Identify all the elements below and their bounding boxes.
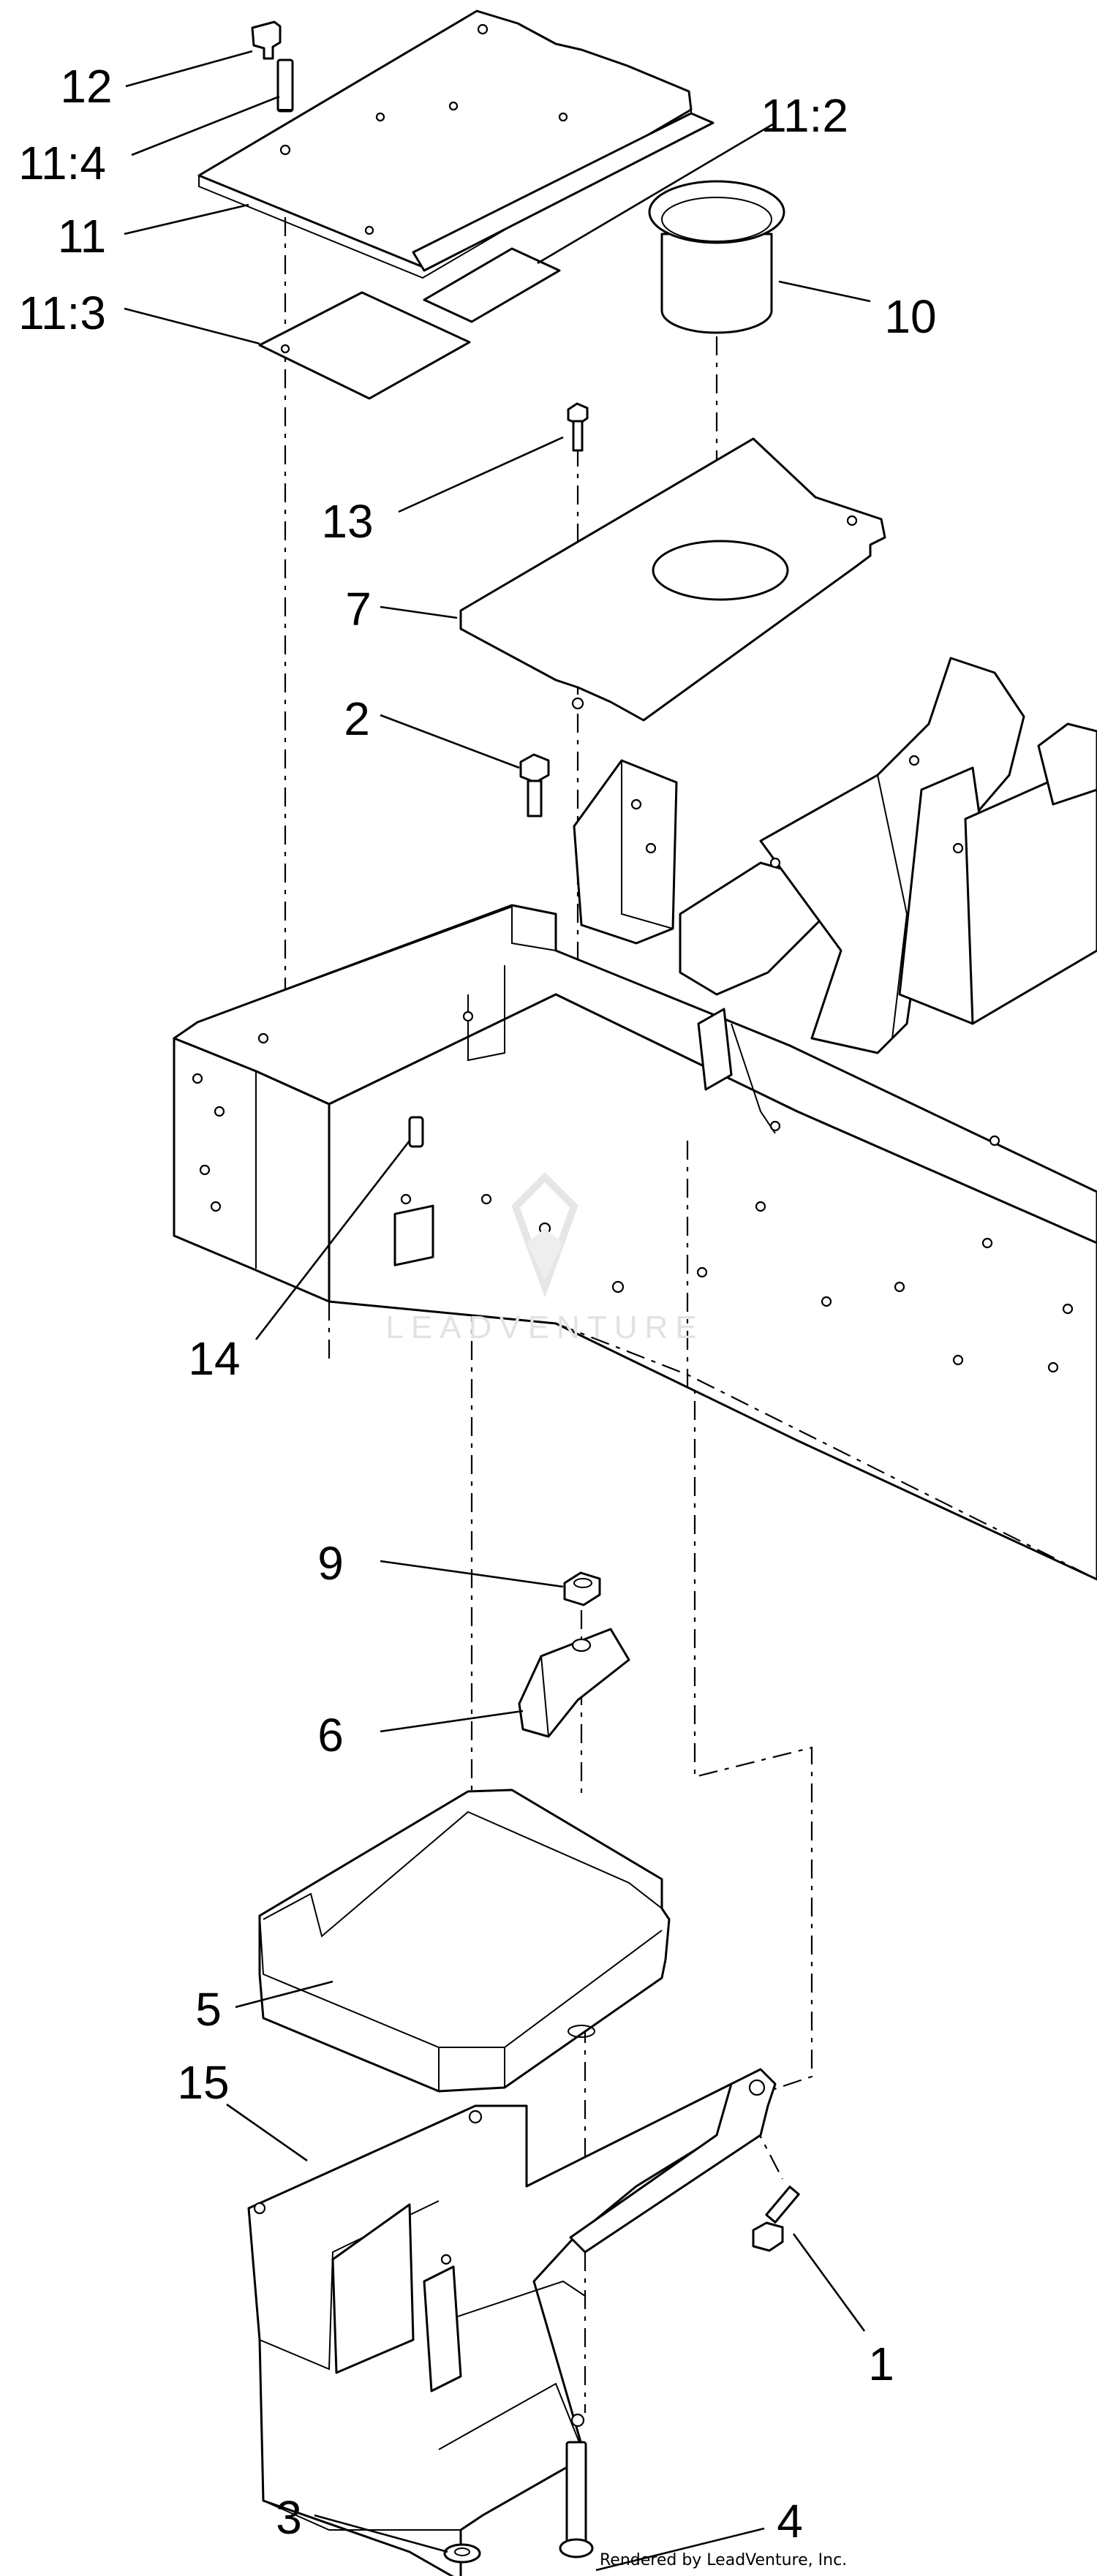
part-10-cup-holder: [648, 180, 785, 334]
part-9-nut: [563, 1571, 601, 1606]
callout-9: 9: [317, 1537, 344, 1590]
leader-lines: [124, 50, 871, 2572]
callout-15: 15: [177, 2056, 229, 2109]
frame-rear-brackets: [573, 657, 1097, 1134]
watermark: LEADVENTURE: [385, 1171, 704, 1345]
part-3-nut: [443, 2543, 481, 2564]
part-11-plate: [197, 10, 715, 279]
callout-3: 3: [276, 2491, 302, 2544]
callout-5: 5: [195, 1983, 222, 2036]
part-11-3-pad: [258, 291, 471, 400]
watermark-text: LEADVENTURE: [385, 1310, 704, 1345]
callout-12: 12: [60, 60, 112, 113]
callout-11-2: 11:2: [761, 89, 848, 142]
part-1-bolt: [752, 2186, 800, 2252]
render-credit: Rendered by LeadVenture, Inc.: [600, 2551, 847, 2569]
callout-labels: 12 11:4 11 11:3 11:2 10 13 7 2 14 9 6 5 …: [18, 60, 937, 2547]
part-11-2-label-patch: [423, 247, 561, 323]
callout-1: 1: [868, 2338, 894, 2390]
part-12-connector: [251, 20, 294, 113]
part-4-bolt: [559, 2441, 594, 2558]
part-6-clamp: [518, 1628, 630, 1738]
callout-11: 11: [58, 210, 106, 262]
part-14-spacer: [408, 1116, 424, 1148]
part-15-holder-bracket: [247, 2068, 777, 2576]
callout-6: 6: [317, 1709, 344, 1761]
callout-7: 7: [345, 583, 372, 635]
part-7-bracket: [459, 437, 886, 722]
callout-13: 13: [321, 495, 373, 548]
callout-10: 10: [884, 290, 936, 343]
part-13-screw: [567, 402, 589, 452]
callout-11-4: 11:4: [18, 137, 106, 189]
frame-chassis: [173, 904, 1097, 1581]
callout-14: 14: [188, 1332, 240, 1385]
part-2-bolt: [519, 753, 550, 817]
callout-11-3: 11:3: [18, 287, 106, 339]
part-5-battery-tray: [258, 1789, 671, 2093]
callout-4: 4: [777, 2495, 803, 2547]
callout-2: 2: [344, 692, 370, 745]
